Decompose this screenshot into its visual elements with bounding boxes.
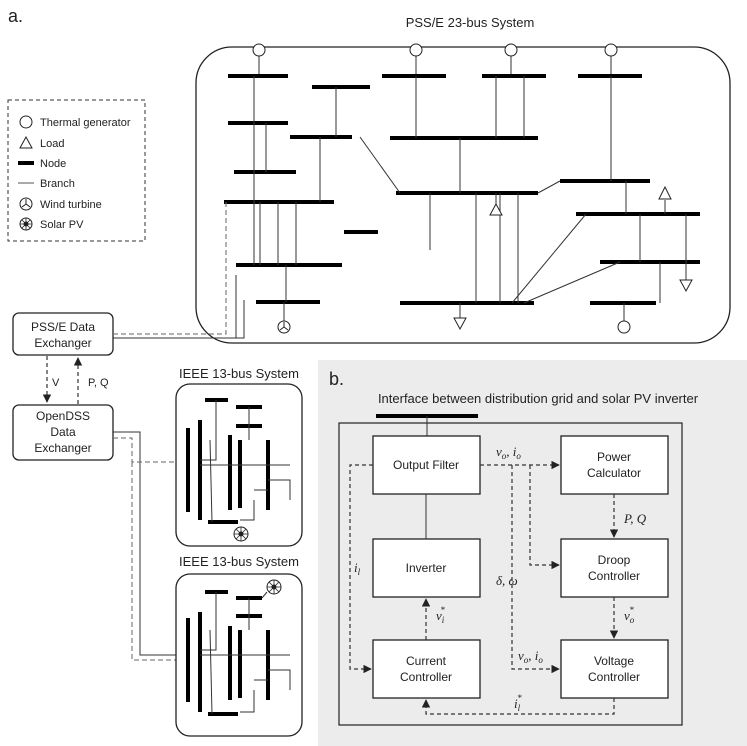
- signal-il: il: [354, 560, 361, 577]
- ieee-13-bus-network-1: [186, 398, 291, 542]
- legend-load: Load: [40, 138, 64, 150]
- legend-solar: Solar PV: [40, 219, 84, 231]
- signal-pq: P, Q: [623, 511, 647, 526]
- thermal-generator-icon: [617, 320, 631, 334]
- thermal-generator-icon: [504, 43, 518, 57]
- inverter-block: [372, 538, 481, 598]
- pss-exchanger-link: [113, 275, 245, 339]
- voltage-label: V: [52, 377, 60, 389]
- thermal-generator-icon: [604, 43, 618, 57]
- opendss-link-dashed: [113, 437, 176, 661]
- power-calc-line1: Power: [597, 450, 631, 464]
- load-down-triangle-icon: [453, 317, 467, 331]
- current-controller-block: [372, 639, 481, 699]
- pss-exchanger-line1: PSS/E Data: [31, 320, 95, 334]
- signal-flows: [349, 460, 619, 715]
- power-label: P, Q: [88, 377, 109, 389]
- opendss-line3: Exchanger: [34, 441, 91, 455]
- voltage-ctrl-line2: Controller: [588, 670, 640, 684]
- power-calculator-block: [560, 435, 669, 495]
- pss-wind-turbine: [277, 302, 291, 334]
- legend-thermal: Thermal generator: [40, 117, 131, 129]
- load-down-triangle-icon: [679, 279, 693, 293]
- ieee-title-2: IEEE 13-bus System: [179, 554, 299, 569]
- voltage-ctrl-line1: Voltage: [594, 654, 634, 668]
- ieee-13-bus-network-2: [186, 579, 291, 716]
- droop-line1: Droop: [598, 553, 631, 567]
- current-ctrl-line1: Current: [406, 654, 447, 668]
- droop-line2: Controller: [588, 569, 640, 583]
- signal-vo-star: vo*: [624, 605, 635, 625]
- ieee-title-1: IEEE 13-bus System: [179, 366, 299, 381]
- signal-vo-io-bottom: vo, io: [518, 648, 543, 665]
- load-triangle-icon: [489, 202, 503, 216]
- power-calc-line2: Calculator: [587, 466, 641, 480]
- droop-controller-block: [560, 538, 669, 598]
- output-filter-label: Output Filter: [393, 458, 459, 472]
- panel-b-label: b.: [329, 369, 344, 389]
- signal-il-star: il*: [514, 693, 522, 713]
- pss-title: PSS/E 23-bus System: [406, 15, 535, 30]
- current-ctrl-line2: Controller: [400, 670, 452, 684]
- voltage-controller-block: [560, 639, 669, 699]
- legend-branch: Branch: [40, 178, 75, 190]
- signal-vo-io-top: vo, io: [496, 444, 521, 461]
- signal-delta-omega: δ, ω: [496, 573, 518, 588]
- opendss-line2: Data: [50, 425, 76, 439]
- pss-dashed-link: [113, 202, 227, 335]
- legend-node: Node: [40, 158, 66, 170]
- thermal-generator-icon: [409, 43, 423, 57]
- pss-loads: [453, 185, 693, 334]
- inverter-system-frame: [338, 422, 683, 726]
- legend-wind: Wind turbine: [40, 199, 102, 211]
- load-triangle-icon: [658, 185, 672, 200]
- thermal-generator-icon: [19, 115, 33, 129]
- opendss-line1: OpenDSS: [36, 409, 90, 423]
- pss-exchanger-line2: Exchanger: [34, 336, 91, 350]
- thermal-generator-icon: [252, 43, 266, 57]
- inverter-label: Inverter: [406, 561, 447, 575]
- panel-a-label: a.: [8, 6, 23, 26]
- output-filter-block: [372, 435, 481, 495]
- opendss-link-solid: [113, 431, 176, 656]
- pss-top-generators: [252, 43, 618, 76]
- load-triangle-icon: [19, 135, 33, 149]
- pss-branches: [253, 76, 687, 304]
- legend: Thermal generator Load Node Branch Wind …: [18, 115, 131, 231]
- signal-vi-star: vi*: [436, 605, 445, 625]
- interface-title: Interface between distribution grid and …: [378, 391, 699, 406]
